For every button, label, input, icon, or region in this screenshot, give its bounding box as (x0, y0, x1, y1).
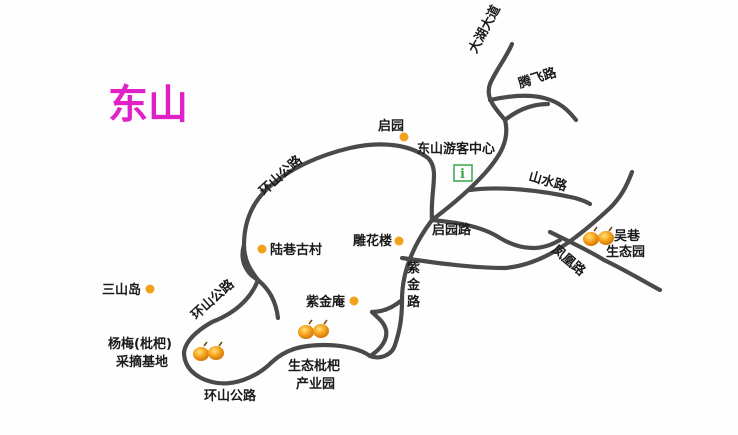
road-shanshui (467, 186, 593, 207)
poi-dot-diaohualou (394, 236, 404, 246)
label-sanshan: 三山岛 (102, 282, 141, 298)
poi-dot-qiyuan (399, 132, 409, 142)
label-eco-park-2: 产业园 (296, 376, 335, 392)
label-qiyuan-road: 启园路 (432, 222, 472, 238)
road-network (181, 41, 663, 386)
road-tengfei-2 (502, 101, 551, 123)
road-lower-loop (399, 169, 635, 271)
info-icon: i (453, 164, 473, 182)
road-labels: 大湖大道 腾飞路 山水路 启园路 凤凰路 紫 金 路 环山公路 环山公路 环山公… (188, 2, 589, 404)
road-huanshan-loop (181, 142, 437, 386)
label-huanshan-mid: 环山公路 (188, 276, 238, 323)
road-visitor-branch (429, 117, 509, 223)
label-yangmei-1: 杨梅(枇杷) (108, 336, 172, 352)
label-wuxiang-2: 生态园 (606, 244, 645, 260)
fruit-icon-wuxiang (583, 226, 614, 246)
poi-dot-luxiang (257, 244, 267, 254)
map-title: 东山 (108, 81, 188, 128)
poi-dot-zijinan (349, 296, 359, 306)
road-qiyuan-lower (429, 217, 563, 251)
label-zijin-3: 路 (407, 294, 421, 310)
label-taihu-avenue: 大湖大道 (465, 2, 504, 55)
label-yangmei-2: 采摘基地 (115, 354, 168, 370)
road-luxiang-stub (240, 242, 261, 283)
road-tengfei (487, 93, 579, 123)
poi-markers (145, 132, 409, 306)
label-tengfei: 腾飞路 (515, 64, 559, 92)
label-qiyuan: 启园 (378, 118, 404, 134)
road-fenghuang (547, 229, 663, 293)
label-huanshan-top: 环山公路 (256, 152, 306, 199)
road-zijin-connector (369, 297, 405, 315)
road-taihu-avenue (486, 41, 515, 123)
road-inner-zijin (367, 309, 389, 359)
road-inner-loop (255, 277, 281, 321)
fruit-icon-yangmei (193, 341, 224, 361)
label-visitor-center: 东山游客中心 (417, 141, 495, 157)
label-diaohualou: 雕花楼 (353, 233, 392, 249)
poi-dot-sanshan (145, 284, 155, 294)
svg-text:i: i (460, 167, 465, 182)
fruit-icon-eco-park (298, 319, 329, 339)
label-huanshan-bottom: 环山公路 (204, 388, 257, 404)
label-eco-park-1: 生态枇杷 (288, 358, 340, 374)
label-zijin-2: 金 (406, 277, 421, 293)
label-zijin-1: 紫 (407, 260, 420, 276)
label-luxiang: 陆巷古村 (270, 242, 322, 258)
label-wuxiang-1: 吴巷 (614, 228, 641, 244)
place-labels: 启园 东山游客中心 雕花楼 陆巷古村 三山岛 紫金庵 吴巷 生态园 杨梅(枇杷)… (102, 118, 645, 392)
label-zijinan: 紫金庵 (306, 294, 346, 310)
